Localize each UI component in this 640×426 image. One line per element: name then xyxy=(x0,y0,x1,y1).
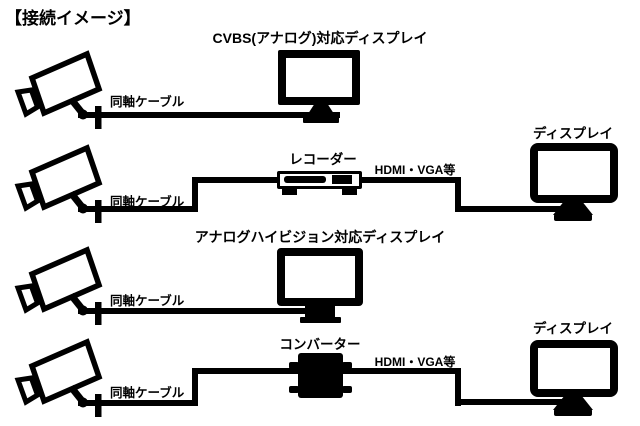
monitor-icon xyxy=(530,340,618,397)
converter-label: コンバーター xyxy=(279,337,361,352)
bnc-connector-icon xyxy=(95,200,102,223)
cable-segment xyxy=(455,399,575,405)
monitor-stand-icon xyxy=(553,201,593,215)
recorder-button xyxy=(332,175,352,184)
converter-port xyxy=(289,386,299,393)
cable-segment xyxy=(192,368,300,374)
bnc-connector-icon xyxy=(95,394,102,417)
coax-cable-line xyxy=(78,400,198,406)
camera-body xyxy=(28,50,103,117)
converter-port xyxy=(342,362,352,369)
monitor-stand-icon xyxy=(306,104,336,117)
camera-cable-stub xyxy=(80,400,104,406)
monitor-icon xyxy=(277,248,363,306)
cable-segment xyxy=(455,206,575,212)
display-label: ディスプレイ xyxy=(532,321,614,336)
coax-cable-line xyxy=(78,206,198,212)
recorder-icon xyxy=(277,171,362,189)
camera-lens-hood xyxy=(14,87,41,118)
monitor-icon xyxy=(530,143,618,203)
recorder-tray-slot xyxy=(284,176,326,183)
camera-lens-hood xyxy=(14,375,41,406)
converter-port xyxy=(342,386,352,393)
monitor-stand-base xyxy=(300,317,341,323)
recorder-foot xyxy=(342,188,357,195)
hdmi-vga-label: HDMI・VGA等 xyxy=(374,163,456,177)
cable-riser xyxy=(455,177,461,212)
coax-cable-label: 同軸ケーブル xyxy=(110,95,185,109)
monitor-stand-icon xyxy=(305,304,335,318)
display-label: CVBS(アナログ)対応ディスプレイ xyxy=(212,30,428,46)
camera-lens-hood xyxy=(14,181,41,212)
camera-cable-stub xyxy=(80,308,104,314)
coax-cable-label: 同軸ケーブル xyxy=(110,386,185,400)
monitor-stand-base xyxy=(554,214,592,221)
bnc-connector-icon xyxy=(95,302,102,325)
cctv-camera-icon xyxy=(14,246,104,325)
camera-body xyxy=(28,246,103,313)
cable-segment xyxy=(192,177,282,183)
camera-cable-stub xyxy=(80,112,104,118)
coax-cable-line xyxy=(78,112,340,118)
coax-cable-label: 同軸ケーブル xyxy=(110,195,185,209)
converter-icon xyxy=(298,353,343,398)
camera-body xyxy=(28,144,103,211)
recorder-foot xyxy=(282,188,297,195)
cable-riser xyxy=(455,368,461,406)
coax-cable-label: 同軸ケーブル xyxy=(110,294,185,308)
coax-cable-line xyxy=(78,308,322,314)
hdmi-vga-cable-line xyxy=(360,177,461,183)
page-title: 【接続イメージ】 xyxy=(5,9,141,28)
display-label: ディスプレイ xyxy=(532,126,614,141)
cctv-camera-icon xyxy=(14,338,104,417)
hdmi-vga-label: HDMI・VGA等 xyxy=(374,355,456,369)
bnc-connector-icon xyxy=(95,106,102,129)
cctv-camera-icon xyxy=(14,50,104,129)
recorder-label: レコーダー xyxy=(289,152,357,167)
monitor-icon xyxy=(278,50,360,105)
display-label: アナログハイビジョン対応ディスプレイ xyxy=(194,229,446,245)
monitor-stand-icon xyxy=(553,396,593,410)
cable-riser xyxy=(192,177,198,212)
cctv-camera-icon xyxy=(14,144,104,223)
cable-riser xyxy=(192,368,198,406)
camera-lens-hood xyxy=(14,283,41,314)
monitor-stand-base xyxy=(554,409,592,416)
hdmi-vga-cable-line xyxy=(343,368,461,374)
converter-port xyxy=(289,362,299,369)
camera-body xyxy=(28,338,103,405)
monitor-stand-base xyxy=(303,116,339,123)
camera-cable-stub xyxy=(80,206,104,212)
